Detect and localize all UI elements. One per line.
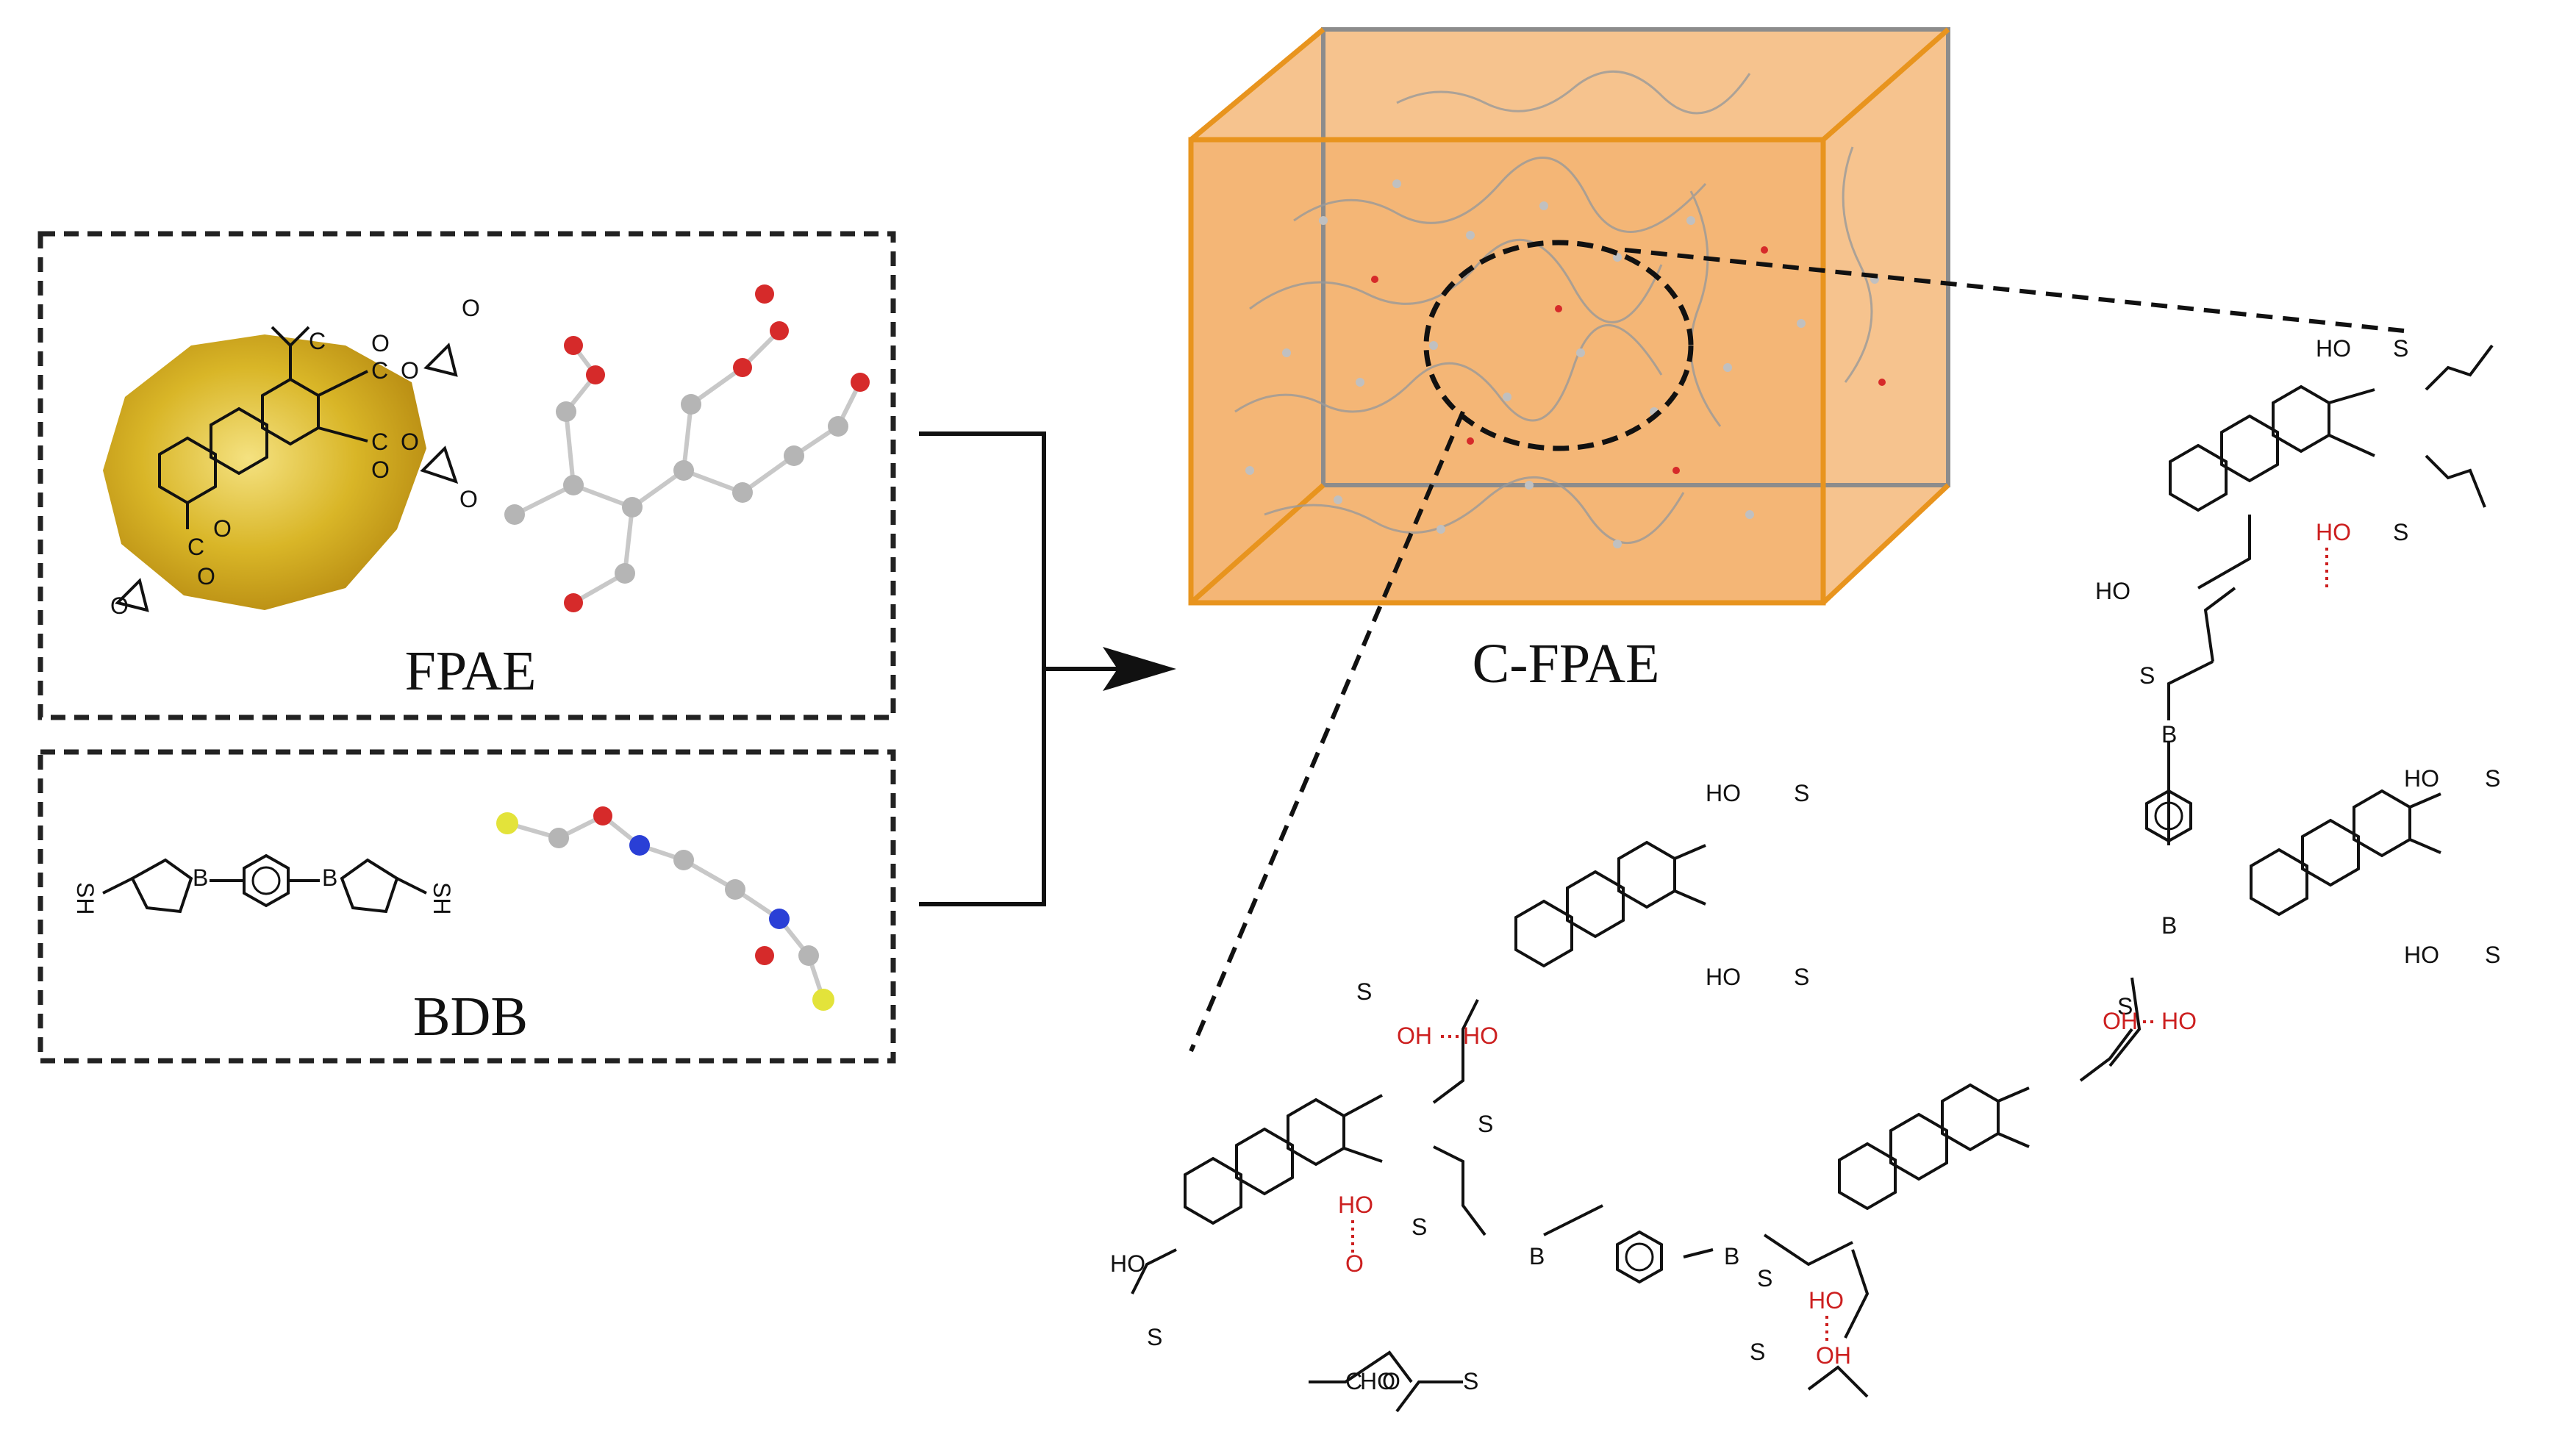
svg-text:O: O bbox=[197, 563, 215, 590]
zoom-circle bbox=[1423, 240, 1694, 451]
label-s: S bbox=[2485, 765, 2500, 792]
bdb-ball-and-stick-icon bbox=[496, 806, 834, 1011]
label-s: S bbox=[2393, 335, 2408, 362]
label-ho: HO bbox=[2404, 942, 2439, 968]
label-ho: HO bbox=[1338, 1192, 1373, 1218]
label-c: C bbox=[1345, 1368, 1362, 1394]
right-arrow-icon bbox=[1103, 647, 1176, 691]
svg-text:O: O bbox=[401, 357, 419, 384]
fpae-ball-and-stick-icon bbox=[504, 284, 870, 612]
svg-text:O: O bbox=[213, 515, 232, 542]
label-oh: OH bbox=[1816, 1342, 1851, 1369]
label-b: B bbox=[1529, 1243, 1545, 1269]
resin-crystal-icon bbox=[103, 334, 426, 610]
label-oh: OH bbox=[2103, 1008, 2138, 1034]
label-ho: HO bbox=[2316, 335, 2351, 362]
svg-text:O: O bbox=[110, 592, 129, 619]
label-ho: HO bbox=[1706, 780, 1741, 806]
label-oh: OH bbox=[1397, 1023, 1432, 1049]
network-labels: HO S S HO HO S B B S OH HO HO S HO S HO … bbox=[1110, 335, 2500, 1394]
label-ho: HO bbox=[1360, 1368, 1395, 1394]
label-s: S bbox=[1463, 1368, 1478, 1394]
label-b: B bbox=[2161, 721, 2177, 748]
label-s: S bbox=[1478, 1111, 1493, 1137]
label-s: S bbox=[1794, 964, 1809, 990]
label-s: S bbox=[1412, 1214, 1427, 1240]
svg-text:SH: SH bbox=[72, 882, 99, 914]
bdb-panel-frame bbox=[37, 749, 896, 1064]
label-b: B bbox=[2161, 912, 2177, 939]
label-o: O bbox=[1345, 1250, 1364, 1277]
label-s: S bbox=[1757, 1265, 1772, 1292]
zoom-lines bbox=[1189, 248, 2405, 1053]
bdb-structure: SH B B SH bbox=[72, 854, 455, 914]
label-b: B bbox=[1724, 1243, 1739, 1269]
bdb-label: BDB bbox=[412, 986, 529, 1047]
label-s: S bbox=[1147, 1324, 1162, 1350]
label-s: S bbox=[2139, 662, 2155, 689]
label-ho: HO bbox=[1463, 1023, 1498, 1049]
svg-text:C: C bbox=[371, 357, 388, 384]
svg-text:O: O bbox=[401, 429, 419, 455]
label-ho: HO bbox=[1706, 964, 1741, 990]
label-s: S bbox=[2117, 993, 2133, 1020]
svg-text:B: B bbox=[193, 864, 208, 891]
svg-text:O: O bbox=[462, 295, 480, 321]
label-ho: HO bbox=[1808, 1287, 1844, 1314]
label-s: S bbox=[1356, 978, 1372, 1005]
svg-text:C: C bbox=[309, 328, 326, 354]
svg-text:O: O bbox=[459, 486, 478, 512]
label-ho: HO bbox=[2095, 578, 2130, 604]
svg-text:O: O bbox=[371, 330, 390, 357]
label-s: S bbox=[2393, 519, 2408, 545]
network-structure bbox=[1131, 344, 2494, 1413]
label-ho: HO bbox=[2316, 519, 2351, 545]
label-s: S bbox=[1794, 780, 1809, 806]
fpae-structure: C C O C O O O O O C O O O bbox=[110, 295, 480, 619]
svg-text:C: C bbox=[187, 534, 204, 560]
svg-text:O: O bbox=[371, 456, 390, 483]
fpae-label: FPAE bbox=[404, 640, 537, 702]
label-ho: HO bbox=[2404, 765, 2439, 792]
combine-bracket bbox=[919, 431, 1117, 906]
label-ho: HO bbox=[2161, 1008, 2197, 1034]
svg-text:B: B bbox=[322, 864, 337, 891]
svg-text:C: C bbox=[371, 429, 388, 455]
c-fpae-label: C-FPAE bbox=[1472, 633, 1660, 695]
label-s: S bbox=[1750, 1339, 1765, 1365]
simulation-box bbox=[1188, 27, 1950, 606]
fpae-panel-frame bbox=[37, 231, 896, 720]
svg-text:SH: SH bbox=[429, 882, 455, 914]
label-o: O bbox=[1382, 1368, 1400, 1394]
hydrogen-bonds bbox=[1351, 548, 2328, 1345]
label-s: S bbox=[2485, 942, 2500, 968]
label-ho: HO bbox=[1110, 1250, 1145, 1277]
